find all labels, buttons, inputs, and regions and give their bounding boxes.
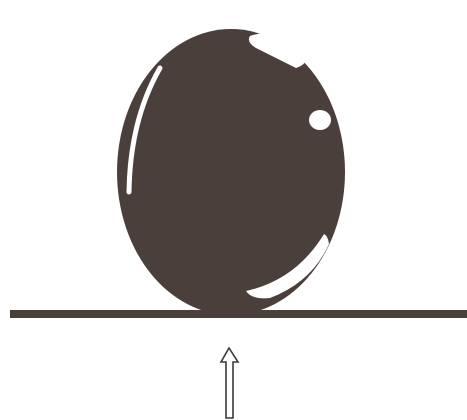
up-arrow-icon [221,348,238,418]
ball [117,29,345,315]
surface-line [10,310,467,318]
ball-specular-spot [309,110,331,130]
ball-group [117,29,345,315]
